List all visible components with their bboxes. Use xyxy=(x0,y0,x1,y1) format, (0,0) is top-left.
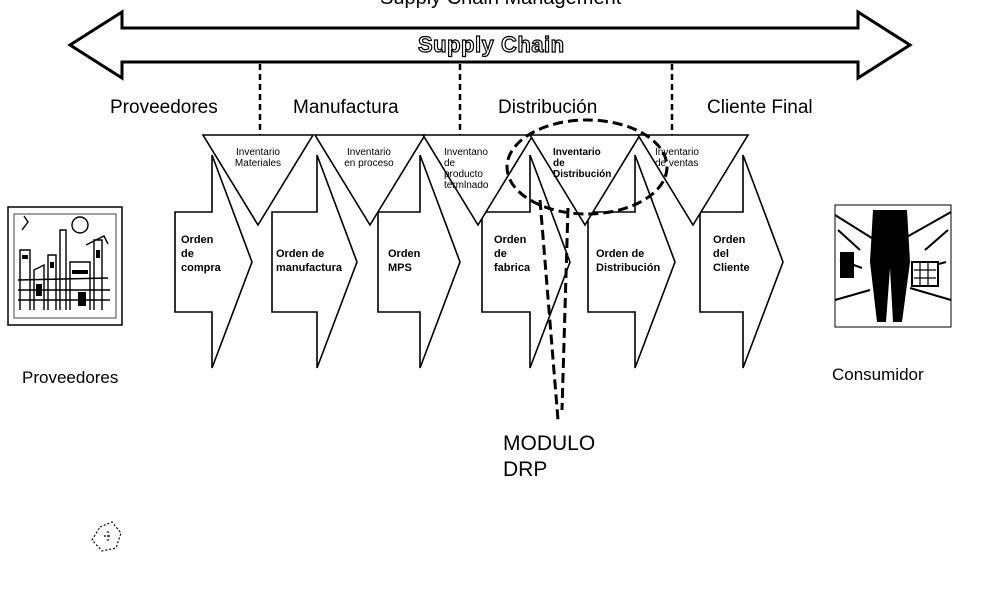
supply-chain-label: Supply Chain xyxy=(418,32,565,58)
stage-label-cliente-final: Cliente Final xyxy=(707,97,813,119)
consumer-shopping-icon xyxy=(835,205,951,327)
stage-label-proveedores: Proveedores xyxy=(110,97,218,119)
stage-label-distribucion: Distribución xyxy=(498,97,597,119)
suppliers-label: Proveedores xyxy=(22,368,118,388)
stage-label-manufactura: Manufactura xyxy=(293,97,399,119)
top-cut-title: Supply Chain Management xyxy=(380,0,621,10)
scribble-mark xyxy=(92,522,121,551)
consumer-label: Consumidor xyxy=(832,365,924,385)
factory-icon xyxy=(8,207,122,325)
